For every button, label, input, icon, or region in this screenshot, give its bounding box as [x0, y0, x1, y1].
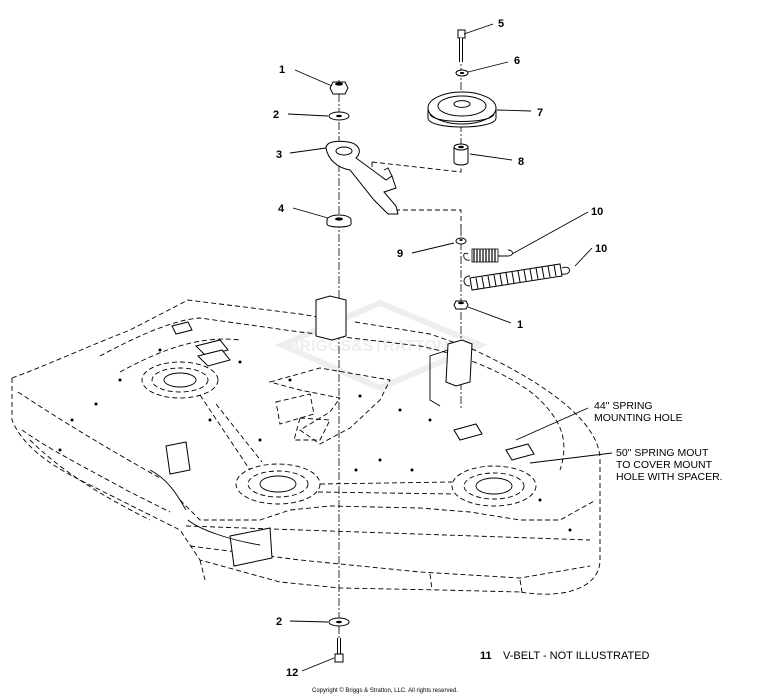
note-50-line2: TO COVER MOUNT: [616, 459, 713, 471]
callout-1-lower: 1: [517, 319, 523, 331]
watermark-text: BRIGGS&STRATTON: [288, 338, 448, 355]
spring-44-note: 44" SPRING MOUNTING HOLE: [594, 400, 683, 424]
part-1-locknut: [329, 81, 349, 95]
part-10-long-spring: [463, 263, 570, 291]
part-3-idler-arm: [325, 140, 399, 215]
callout-4: 4: [278, 203, 285, 215]
watermark-logo: BRIGGS&STRATTON: [274, 299, 488, 392]
callout-8: 8: [518, 156, 524, 168]
callout-1: 1: [279, 64, 285, 76]
callout-10-long: 10: [595, 243, 607, 255]
note-50-line1: 50" SPRING MOUT: [616, 447, 709, 459]
mower-deck-housing: [11, 295, 601, 595]
idler-link-dashed: [371, 146, 462, 173]
part-2-washer-lower: [328, 617, 350, 627]
callout-5: 5: [498, 18, 504, 30]
vbelt-text: V-BELT - NOT ILLUSTRATED: [503, 650, 650, 662]
part-6-washer: [455, 69, 469, 77]
part-4-bearing: [326, 214, 352, 228]
callout-9: 9: [397, 248, 403, 260]
part-7-pulley: [427, 91, 497, 128]
callout-2: 2: [273, 109, 279, 121]
part-8-spacer: [453, 143, 469, 166]
callout-12: 12: [286, 667, 298, 679]
part-1-locknut-lower: [453, 300, 469, 310]
part-12-bolt: [334, 638, 344, 663]
vbelt-number: 11: [480, 650, 492, 662]
vbelt-note: 11 V-BELT - NOT ILLUSTRATED: [480, 650, 650, 662]
callouts: 1 2 3 4 5 6 7 8 9 10 10 1 2 12: [273, 18, 607, 679]
callout-7: 7: [537, 107, 543, 119]
spring-50-note: 50" SPRING MOUT TO COVER MOUNT HOLE WITH…: [616, 447, 723, 483]
part-9-nut: [455, 237, 467, 245]
part-5-bolt: [457, 29, 466, 62]
part-2-washer: [328, 111, 350, 121]
note-44-line1: 44" SPRING: [594, 400, 653, 412]
callout-10-short: 10: [591, 206, 603, 218]
callout-2-lower: 2: [276, 616, 282, 628]
idler-link-dashed-3: [395, 209, 462, 230]
callout-6: 6: [514, 55, 520, 67]
leader-lines: [287, 23, 613, 672]
note-44-line2: MOUNTING HOLE: [594, 412, 683, 424]
note-50-line3: HOLE WITH SPACER.: [616, 471, 723, 483]
copyright-text: Copyright © Briggs & Stratton, LLC. All …: [312, 687, 458, 694]
callout-3: 3: [276, 149, 282, 161]
part-10-short-spring: [463, 248, 513, 263]
